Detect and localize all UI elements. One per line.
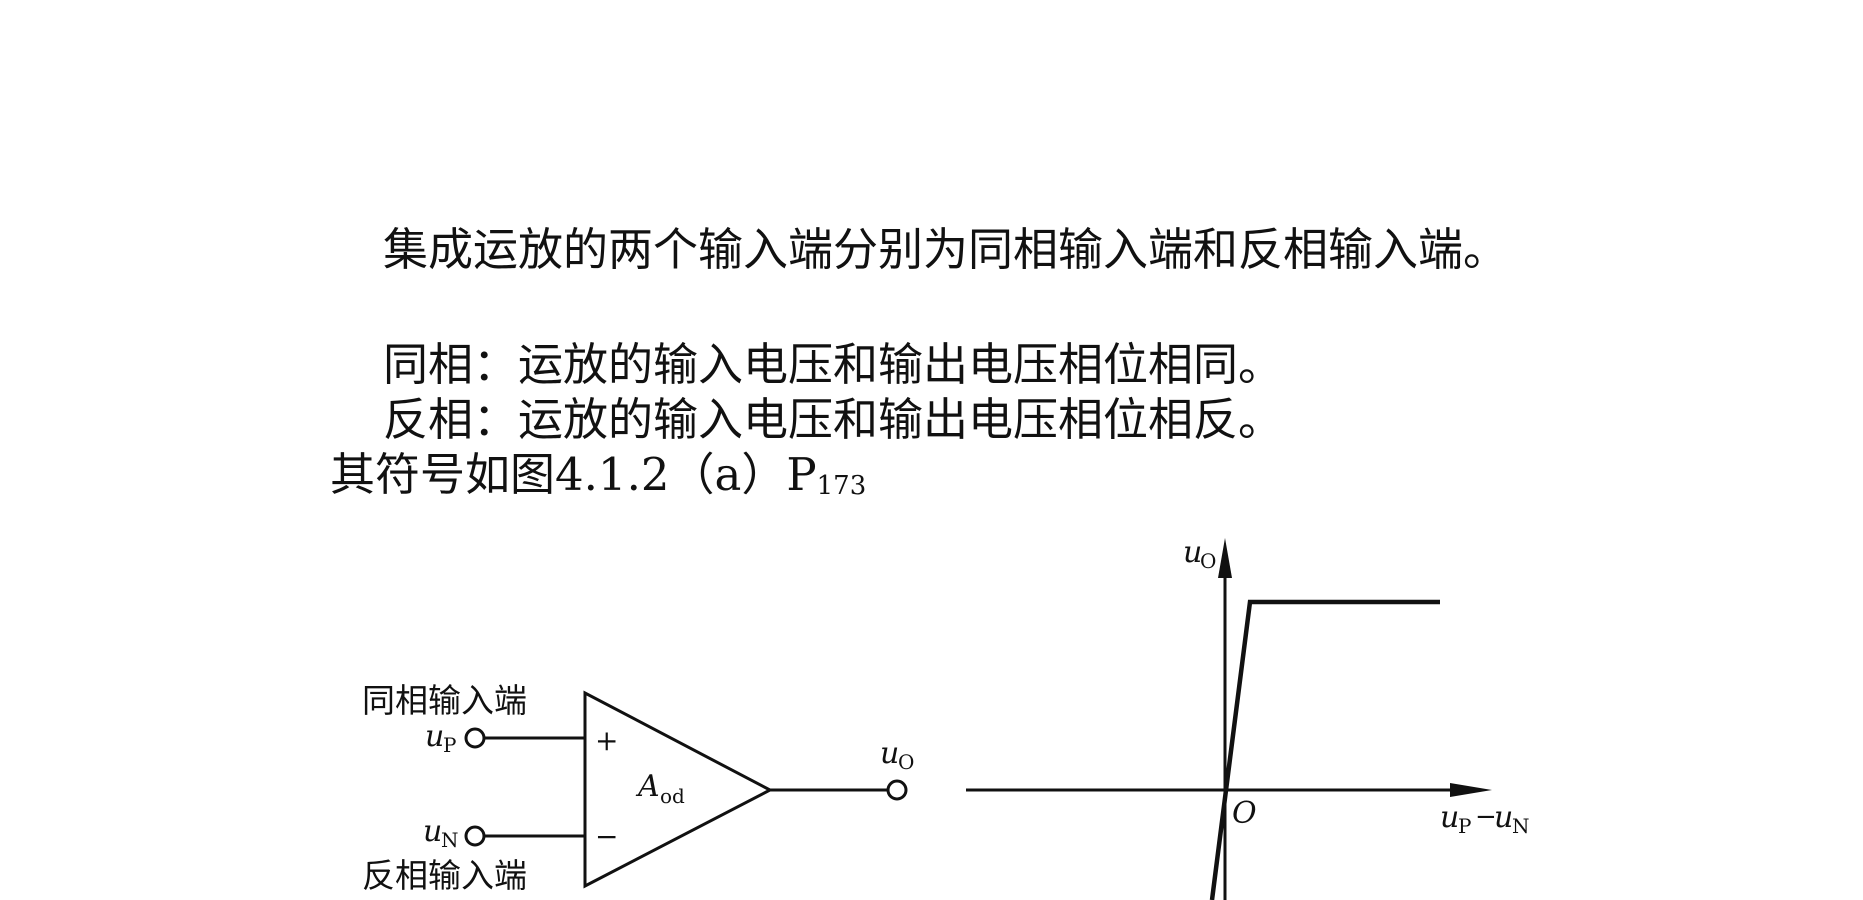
- noninverting-input-label: 同相输入端: [362, 681, 527, 720]
- input-p-subscript: P: [443, 733, 456, 757]
- paragraph-inverting: 反相：运放的输入电压和输出电压相位相反。: [383, 393, 1284, 446]
- output-subscript: O: [898, 750, 914, 774]
- paragraph-noninverting: 同相：运放的输入电压和输出电压相位相同。: [383, 338, 1284, 391]
- input-n-terminal: [464, 825, 486, 847]
- x-axis-arrow: [1450, 783, 1492, 797]
- x-axis-label-dash: −: [1475, 802, 1497, 832]
- x-axis-label-up: u: [1440, 800, 1459, 835]
- inverting-input-label: 反相输入端: [362, 856, 527, 895]
- x-axis-label-un: u: [1494, 800, 1513, 835]
- opamp-symbol: 同相输入端 反相输入端 u P u N + − A od u O: [362, 681, 914, 895]
- gain-subscript: od: [660, 784, 685, 808]
- paragraph-input-terminals: 集成运放的两个输入端分别为同相输入端和反相输入端。: [383, 223, 1509, 276]
- y-axis-label-subscript: O: [1200, 549, 1216, 573]
- figure-reference-text: 其符号如图4.1.2（a）P: [330, 448, 817, 501]
- amplifier-triangle: [583, 690, 774, 889]
- gain-symbol: A: [635, 769, 660, 804]
- origin-label: O: [1232, 796, 1257, 831]
- y-axis-label: u: [1183, 535, 1202, 570]
- transfer-characteristic-graph: u O u P − u N O: [966, 535, 1530, 900]
- x-axis-label-un-subscript: N: [1512, 814, 1530, 838]
- y-axis-arrow: [1218, 538, 1232, 578]
- paragraph-figure-reference: 其符号如图4.1.2（a）P173: [330, 447, 1560, 514]
- output-terminal: [886, 779, 908, 801]
- page-number: 173: [816, 471, 867, 501]
- input-p-symbol: u: [425, 719, 444, 754]
- minus-sign: −: [595, 820, 618, 853]
- input-n-symbol: u: [423, 814, 442, 849]
- input-p-terminal: [464, 727, 486, 749]
- input-n-subscript: N: [441, 828, 459, 852]
- plus-sign: +: [595, 724, 618, 757]
- x-axis-label-up-subscript: P: [1458, 814, 1471, 838]
- transfer-curve: [1209, 599, 1440, 900]
- output-symbol: u: [880, 736, 899, 771]
